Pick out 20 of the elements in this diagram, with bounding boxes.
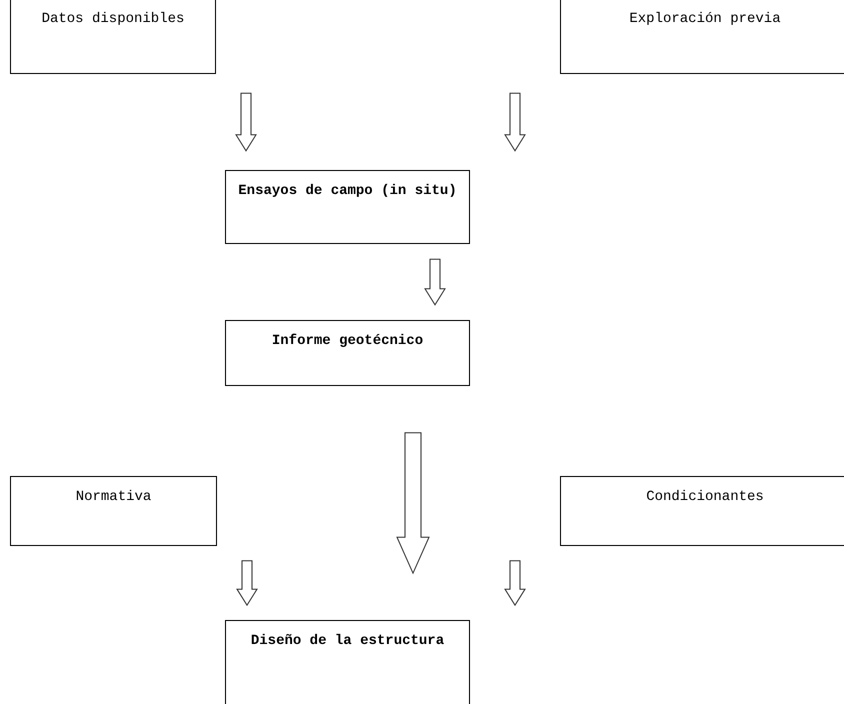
process-box [10,0,216,74]
box-label: Exploración previa [628,10,782,27]
box-label: Condicionantes [645,488,765,505]
box-label: Diseño de la estructura [250,632,446,649]
process-box [10,476,217,546]
box-label: Normativa [74,488,152,505]
process-box [225,170,470,244]
box-label: Ensayos de campo (in situ) [237,182,458,199]
block-arrow [235,92,257,152]
process-box [225,320,470,386]
block-arrow [424,258,446,306]
process-box [225,620,470,704]
process-box [560,0,844,74]
box-label: Informe geotécnico [270,332,424,349]
process-box [560,476,844,546]
box-label: Datos disponibles [40,10,186,27]
block-arrow [504,92,526,152]
block-arrow [236,560,258,606]
block-arrow [504,560,526,606]
block-arrow [396,432,430,574]
